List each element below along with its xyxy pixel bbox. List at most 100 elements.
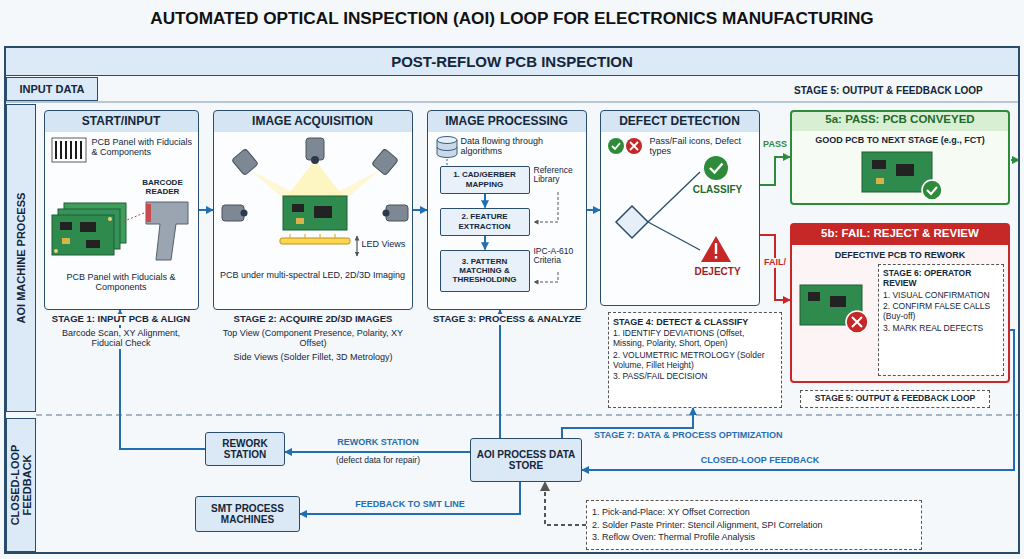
drawing-part — [60, 222, 72, 230]
band-label: INPUT DATA — [9, 83, 95, 96]
stage-caption: STAGE 1: INPUT PCB & ALIGN — [41, 314, 201, 325]
band-label: AOI MACHINE PROCESS — [7, 109, 35, 407]
drawing-part — [44, 110, 199, 310]
step-label: 3. PATTERN MATCHING & THRESHOLDING — [443, 257, 527, 285]
drawing-part — [428, 111, 586, 132]
note-item: 3. Reflow Oven: Thermal Profile Analysis — [592, 532, 916, 542]
flow-connector — [300, 482, 520, 514]
band-label: CLOSED-LOOP FEEDBACK — [7, 423, 35, 547]
drawing-part — [122, 213, 144, 222]
flow-connector — [545, 482, 586, 525]
stage-note: STAGE 5: OUTPUT & FEEDBACK LOOP — [800, 390, 990, 408]
flow-connector — [199, 209, 213, 211]
stage-box: DEFECT DETECTION Pass/Fail icons, Defect … — [600, 110, 760, 306]
drawing-part — [54, 249, 58, 253]
barcode-icon — [52, 138, 86, 162]
result-label: CLASSIFY — [680, 184, 756, 196]
drawing-part — [283, 196, 347, 230]
stage-box: IMAGE PROCESSING Data flowing through alg… — [427, 110, 587, 310]
drawing-part — [45, 111, 198, 132]
pcb-stack — [52, 203, 126, 255]
drawing-part — [830, 296, 846, 307]
note-item: 3. MARK REAL DEFECTS — [883, 324, 999, 334]
drawing-part — [600, 110, 760, 306]
note-item: 2. Solder Paste Printer: Stencil Alignme… — [592, 520, 916, 530]
flow-connector — [484, 236, 486, 250]
note-item: 1. IDENTIFY DEVIATIONS (Offset, Missing,… — [613, 329, 777, 349]
note-item: 1. VISUAL CONFIRMATION — [883, 291, 999, 301]
part-label: IPC-A-610 Criteria — [534, 247, 584, 267]
drawing-part — [447, 159, 448, 165]
body-text: Pass/Fail icons, Defect types — [650, 136, 756, 157]
drawing-part — [862, 152, 932, 192]
pass-heading: 5a: PASS: PCB CONVEYED — [792, 113, 1008, 126]
drawing-part — [36, 414, 1018, 415]
stage-heading: DEFECT DETECTION — [602, 115, 758, 129]
drawing-part — [108, 217, 112, 221]
drawing-part — [55, 141, 83, 159]
algorithm-step: 3. PATTERN MATCHING & THRESHOLDING — [440, 250, 530, 292]
part-label: BARCODE READER — [130, 178, 196, 196]
data-store: AOI PROCESS DATA STORE — [470, 438, 582, 482]
drawing-part — [534, 192, 558, 222]
stage-caption: STAGE 2: ACQUIRE 2D/3D IMAGES — [213, 314, 413, 325]
drawing-part — [630, 142, 638, 150]
drawing-part — [214, 111, 412, 132]
drawing-part — [296, 218, 304, 224]
section-label: STAGE 5: OUTPUT & FEEDBACK LOOP — [792, 85, 985, 97]
drawing-part — [280, 238, 350, 244]
drawing-part — [6, 102, 1018, 103]
algorithm-step: 2. FEATURE EXTRACTION — [440, 208, 530, 236]
stage-description: Barcode Scan, XY Alignment, Fiducial Che… — [46, 328, 196, 349]
note-item: 1. Pick-and-Place: XY Offset Correction — [592, 507, 916, 517]
flow-connector — [484, 194, 486, 208]
stage-description: Side Views (Solder Fillet, 3D Metrology) — [215, 352, 411, 362]
edge-label: REWORK STATION — [335, 438, 421, 448]
camera-array — [222, 138, 408, 256]
drawing-part — [232, 149, 259, 176]
part-label: Reference Library — [534, 166, 584, 186]
pass-box: 5a: PASS: PCB CONVEYEDGOOD PCB TO NEXT S… — [790, 110, 1010, 205]
note-heading: STAGE 4: DETECT & CLASSIFY — [613, 317, 777, 327]
body-text: Data flowing through algorithms — [461, 136, 583, 157]
stage-heading: IMAGE PROCESSING — [429, 115, 585, 129]
drawing-part — [715, 256, 717, 259]
drawing-part — [1011, 159, 1019, 161]
drawing-part — [52, 215, 114, 255]
operator-review: STAGE 6: OPERATOR REVIEW 1. VISUAL CONFIR… — [878, 264, 1004, 376]
frame-heading: POST-REFLOW PCB INSPECTION — [6, 48, 1018, 76]
drawing-part — [427, 110, 587, 310]
drawing-part — [648, 172, 700, 222]
algorithm-step: 1. CAD/GERBER MAPPING — [440, 166, 530, 194]
barcode-reader — [122, 202, 188, 260]
station-box: SMT PROCESS MACHINES — [195, 496, 300, 532]
drawing-part — [922, 180, 942, 200]
drawing-part — [62, 238, 70, 244]
edge-label: FEEDBACK TO SMT LINE — [353, 500, 466, 510]
input-band: INPUT DATA — [6, 77, 98, 101]
drawing-part — [241, 210, 248, 217]
diagram-title: AUTOMATED OPTICAL INSPECTION (AOI) LOOP … — [0, 9, 1024, 29]
stage-box-fills — [44, 110, 1010, 383]
flow-connector — [413, 209, 427, 211]
drawing-part — [710, 164, 723, 173]
swimlane-band: CLOSED-LOOP FEEDBACK — [6, 418, 36, 552]
edge-label: FAIL/ — [762, 258, 788, 268]
station-label: AOI PROCESS DATA STORE — [474, 449, 578, 472]
drawing-part — [791, 111, 1009, 131]
drawing-part — [52, 138, 86, 162]
flow-connector — [587, 209, 600, 211]
feedback-list: 1. Pick-and-Place: XY Offset Correction 2… — [586, 500, 922, 550]
fail-heading: 5b: FAIL: REJECT & REVIEW — [792, 227, 1008, 240]
stage-box: START/INPUTPCB Panel with Fiducials & Co… — [44, 110, 199, 310]
drawing-part — [86, 240, 100, 248]
note-heading: STAGE 6: OPERATOR REVIEW — [883, 269, 999, 289]
stage-box: IMAGE ACQUISITIONLED ViewsPCB under mult… — [213, 110, 413, 310]
step-label: 1. CAD/GERBER MAPPING — [443, 170, 527, 188]
edge-note: (defect data for repair) — [303, 456, 453, 466]
database-icon — [437, 137, 457, 166]
drawing-part — [790, 110, 1010, 205]
